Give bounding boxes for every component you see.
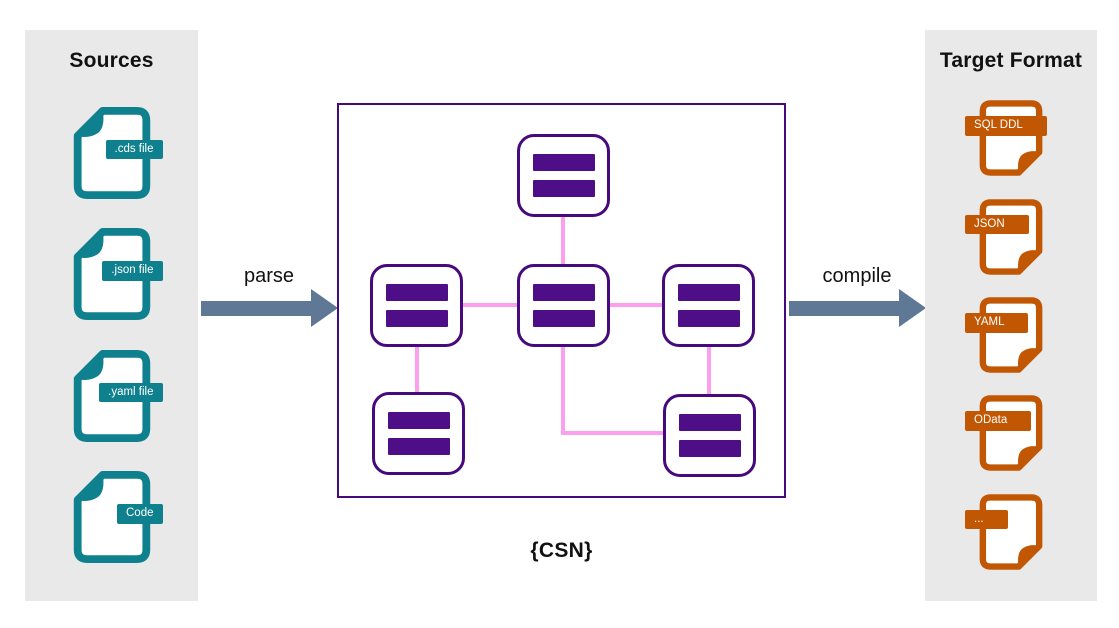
source-file-code: Code [73,469,163,565]
entity-node-mid-left [370,264,463,347]
entity-node-bottom-left [372,392,465,475]
target-file-json: JSON [965,198,1043,276]
entity-row-bar [532,154,595,171]
connector-center-to-right [610,303,662,307]
file-label-badge: .yaml file [99,382,163,403]
sources-panel: Sources .cds file .json file [25,30,198,601]
entity-row-bar [678,440,741,457]
entity-row-bar [385,284,448,301]
file-document-icon [979,198,1043,275]
csn-caption: {CSN} [530,539,593,562]
entity-node-bottom-right [663,394,756,477]
file-label-badge: ... [965,509,1008,530]
parse-arrow: parse [199,265,339,327]
right-arrow-icon [788,289,926,327]
right-arrow-icon [200,289,338,327]
target-list: SQL DDL JSON YAML [925,73,1097,601]
entity-row-bar [678,414,741,431]
sources-list: .cds file .json file .yaml file [25,73,198,601]
entity-node-mid-center [517,264,610,347]
file-document-icon [979,395,1043,472]
compile-label: compile [822,265,892,287]
connector-left-to-center [463,303,517,307]
source-file-cds: .cds file [73,105,163,201]
entity-row-bar [677,310,740,327]
target-format-title: Target Format [939,49,1083,72]
file-label-badge: .json file [102,261,163,281]
connector-top-to-center [561,217,565,264]
file-label-badge: .cds file [105,139,163,160]
file-label-badge: YAML [965,312,1029,333]
entity-row-bar [385,310,448,327]
entity-row-bar [532,180,595,197]
connector-center-to-bottomright-horizontal [561,431,663,435]
connector-left-to-bottomleft [415,347,419,392]
entity-node-mid-right [662,264,755,347]
csn-box [337,103,786,498]
target-file-other: ... [965,493,1043,571]
target-file-odata: OData [965,394,1043,472]
entity-row-bar [532,310,595,327]
target-file-sqlddl: SQL DDL [965,99,1047,177]
entity-row-bar [387,412,450,429]
file-document-icon [73,471,150,564]
source-file-json: .json file [73,226,163,322]
sources-title: Sources [69,49,154,72]
file-document-icon [979,297,1043,373]
source-file-yaml: .yaml file [73,348,163,444]
target-format-panel: Target Format SQL DDL JSON [925,30,1097,601]
compile-arrow: compile [787,265,927,327]
file-label-badge: SQL DDL [965,116,1047,136]
entity-row-bar [387,438,450,455]
file-label-badge: OData [965,411,1032,431]
entity-row-bar [532,284,595,301]
connector-right-to-bottomright [707,347,711,394]
entity-row-bar [677,284,740,301]
file-label-badge: Code [117,504,163,525]
file-document-icon [979,100,1043,177]
parse-label: parse [243,265,295,287]
connector-center-to-bottomright-vertical [561,347,565,435]
target-file-yaml: YAML [965,296,1043,374]
entity-node-top [517,134,610,217]
file-document-icon [979,493,1043,570]
file-label-badge: JSON [965,214,1029,235]
